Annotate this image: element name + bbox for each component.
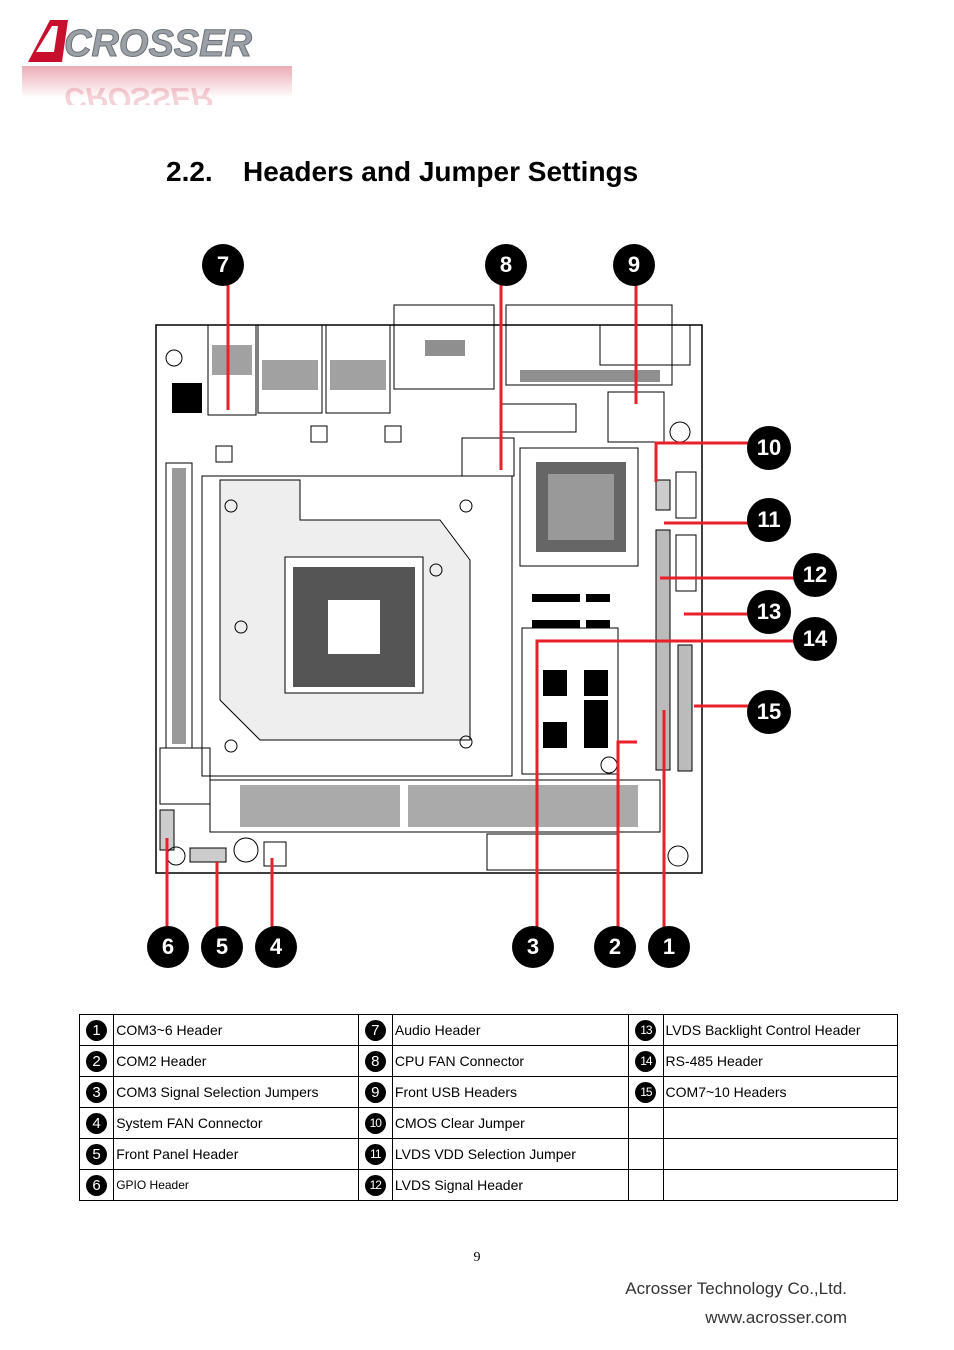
callout-8: 8 (485, 244, 527, 286)
legend-number-badge: 2 (86, 1050, 108, 1072)
callout-2: 2 (594, 926, 636, 968)
legend-badge-cell: 14 (628, 1045, 664, 1077)
board-layout-diagram (155, 285, 795, 935)
legend-badge-cell: 9 (357, 1076, 393, 1108)
legend-badge-cell: 3 (78, 1076, 115, 1108)
legend-label: System FAN Connector (113, 1107, 359, 1139)
company-name: Acrosser Technology Co.,Ltd. (625, 1279, 847, 1298)
legend-number-badge: 1 (86, 1019, 108, 1041)
section-heading: Headers and Jumper Settings (243, 156, 639, 187)
legend-badge-cell: 5 (78, 1138, 115, 1170)
legend-badge-cell: 8 (357, 1045, 393, 1077)
callout-14: 14 (793, 617, 837, 661)
legend-badge-cell: 4 (78, 1107, 115, 1139)
legend-label: RS-485 Header (662, 1045, 899, 1077)
legend-label: COM3~6 Header (113, 1014, 359, 1046)
legend-label: LVDS VDD Selection Jumper (391, 1138, 630, 1170)
legend-number-badge: 6 (86, 1174, 108, 1196)
callout-13: 13 (747, 590, 791, 634)
legend-badge-cell: 15 (628, 1076, 664, 1108)
callout-1: 1 (648, 926, 690, 968)
legend-number-badge: 9 (364, 1081, 386, 1103)
callout-11: 11 (747, 498, 791, 542)
svg-text:CROSSER: CROSSER (64, 81, 213, 105)
legend-badge-cell (628, 1107, 664, 1139)
page-number: 9 (473, 1250, 481, 1265)
company-website: www.acrosser.com (705, 1308, 847, 1327)
legend-label: GPIO Header (113, 1169, 359, 1201)
legend-label (662, 1169, 899, 1201)
legend-badge-cell: 13 (628, 1014, 664, 1046)
callout-7: 7 (202, 244, 244, 286)
callout-12: 12 (793, 553, 837, 597)
legend-label: CMOS Clear Jumper (391, 1107, 630, 1139)
callout-4: 4 (255, 926, 297, 968)
legend-label: LVDS Signal Header (391, 1169, 630, 1201)
legend-number-badge: 14 (635, 1050, 657, 1072)
legend-badge-cell: 10 (357, 1107, 393, 1139)
legend-number-badge: 5 (86, 1143, 108, 1165)
legend-label (662, 1107, 899, 1139)
legend-badge-cell (628, 1138, 664, 1170)
legend-number-badge: 13 (635, 1019, 657, 1041)
legend-label: Front USB Headers (391, 1076, 630, 1108)
legend-number-badge: 4 (86, 1112, 108, 1134)
legend-number-badge: 3 (86, 1081, 108, 1103)
legend-label (662, 1138, 899, 1170)
legend-label: COM2 Header (113, 1045, 359, 1077)
callout-5: 5 (201, 926, 243, 968)
legend-badge-cell: 2 (78, 1045, 115, 1077)
legend-label: Audio Header (391, 1014, 630, 1046)
legend-number-badge: 7 (364, 1019, 386, 1041)
callout-6: 6 (147, 926, 189, 968)
legend-badge-cell: 11 (357, 1138, 393, 1170)
legend-label: CPU FAN Connector (391, 1045, 630, 1077)
legend-label: LVDS Backlight Control Header (662, 1014, 899, 1046)
legend-badge-cell: 6 (78, 1169, 115, 1201)
svg-text:CROSSER: CROSSER (64, 23, 252, 65)
legend-label: COM7~10 Headers (662, 1076, 899, 1108)
legend-badge-cell: 12 (357, 1169, 393, 1201)
callout-10: 10 (747, 426, 791, 470)
callout-9: 9 (613, 244, 655, 286)
legend-label: Front Panel Header (113, 1138, 359, 1170)
section-number: 2.2. (166, 156, 213, 187)
section-title: 2.2. Headers and Jumper Settings (166, 156, 638, 188)
legend-label: COM3 Signal Selection Jumpers (113, 1076, 359, 1108)
legend-number-badge: 15 (635, 1081, 657, 1103)
acrosser-logo: CROSSER CROSSER (22, 20, 292, 105)
legend-badge-cell: 7 (357, 1014, 393, 1046)
legend-badge-cell: 1 (78, 1014, 115, 1046)
legend-number-badge: 11 (364, 1143, 386, 1165)
legend-badge-cell (628, 1169, 664, 1201)
callout-15: 15 (747, 690, 791, 734)
legend-number-badge: 8 (364, 1050, 386, 1072)
legend-number-badge: 12 (364, 1174, 386, 1196)
callout-3: 3 (512, 926, 554, 968)
legend-number-badge: 10 (364, 1112, 386, 1134)
